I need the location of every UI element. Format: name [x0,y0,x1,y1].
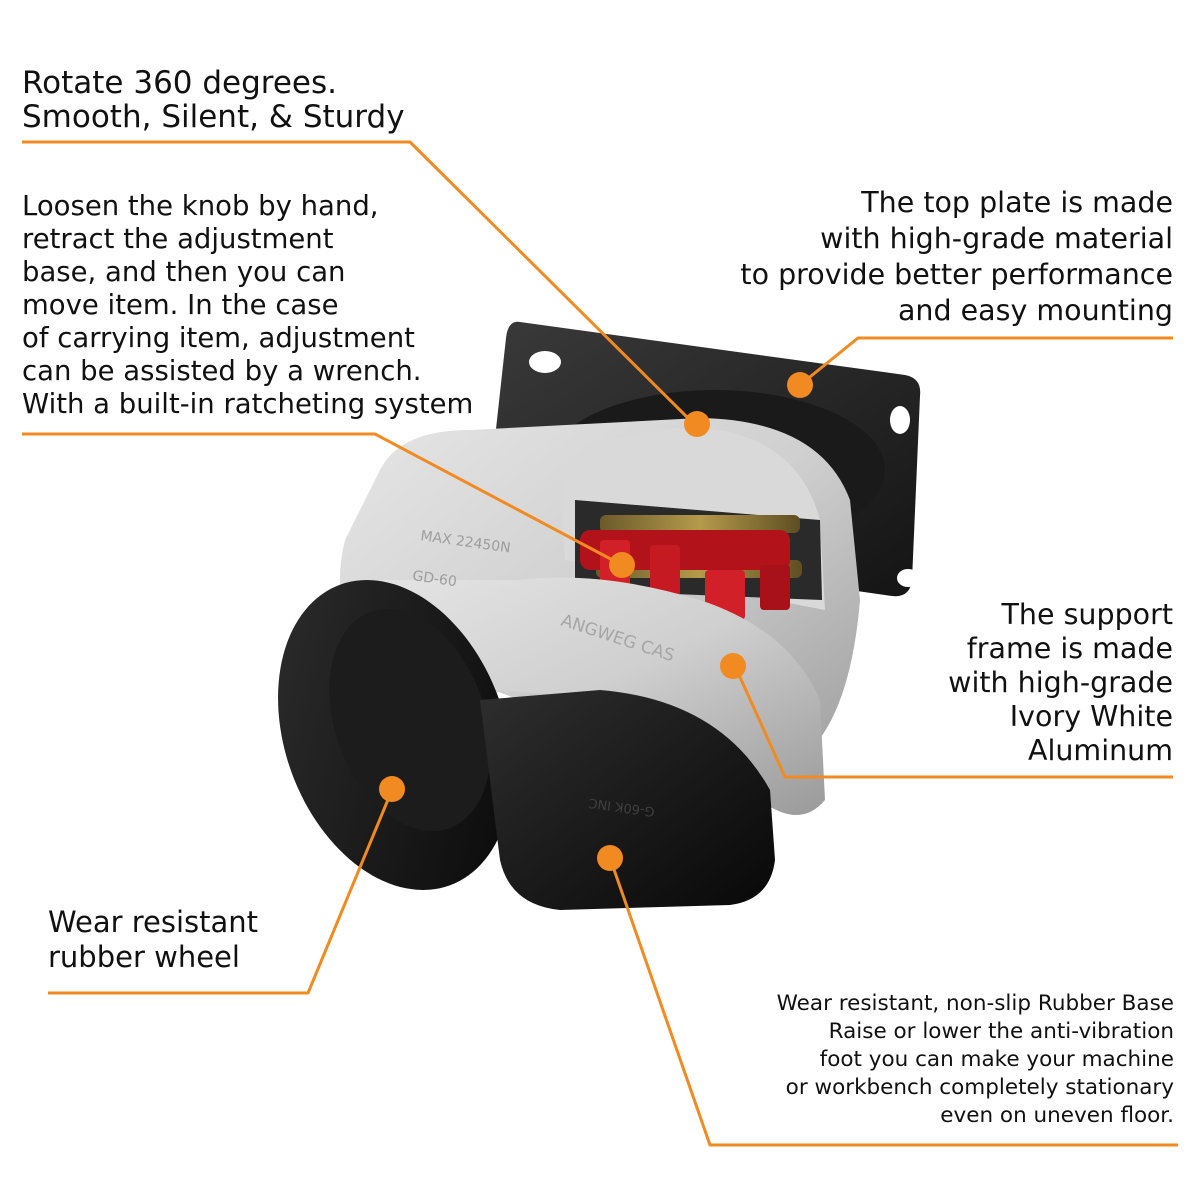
rubber-wheel [278,580,512,890]
leader-base [608,857,1178,1147]
callout-rubber-wheel: Wear resistant rubber wheel [48,905,259,974]
dot-loosen [609,552,635,578]
mount-hole [897,569,919,587]
callout-top-plate: The top plate is made with high-grade ma… [740,186,1173,327]
dot-base [597,845,623,871]
dot-wheel [379,776,405,802]
leader-loosen [22,432,623,567]
leader-rotate [22,140,697,427]
dot-support-frame [720,653,746,679]
callout-dots [379,372,813,871]
callout-loosen-knob: Loosen the knob by hand, retract the adj… [22,190,474,420]
callout-rotate: Rotate 360 degrees. Smooth, Silent, & St… [22,65,405,135]
callout-support-frame: The support frame is made with high-grad… [948,598,1173,767]
dot-rotate [684,411,710,437]
leader-lines [22,140,1178,1147]
leader-wheel [48,789,394,995]
callout-rubber-base: Wear resistant, non-slip Rubber Base Rai… [776,991,1174,1128]
rubber-base: G-60K INC [480,690,775,910]
mount-hole [529,351,561,373]
leader-top-plate [799,336,1173,387]
size-emboss: GD-60 [411,568,457,590]
leader-support-frame [733,665,1173,779]
dot-top-plate [787,372,813,398]
mount-hole [890,406,910,434]
brass-ring [600,515,800,533]
